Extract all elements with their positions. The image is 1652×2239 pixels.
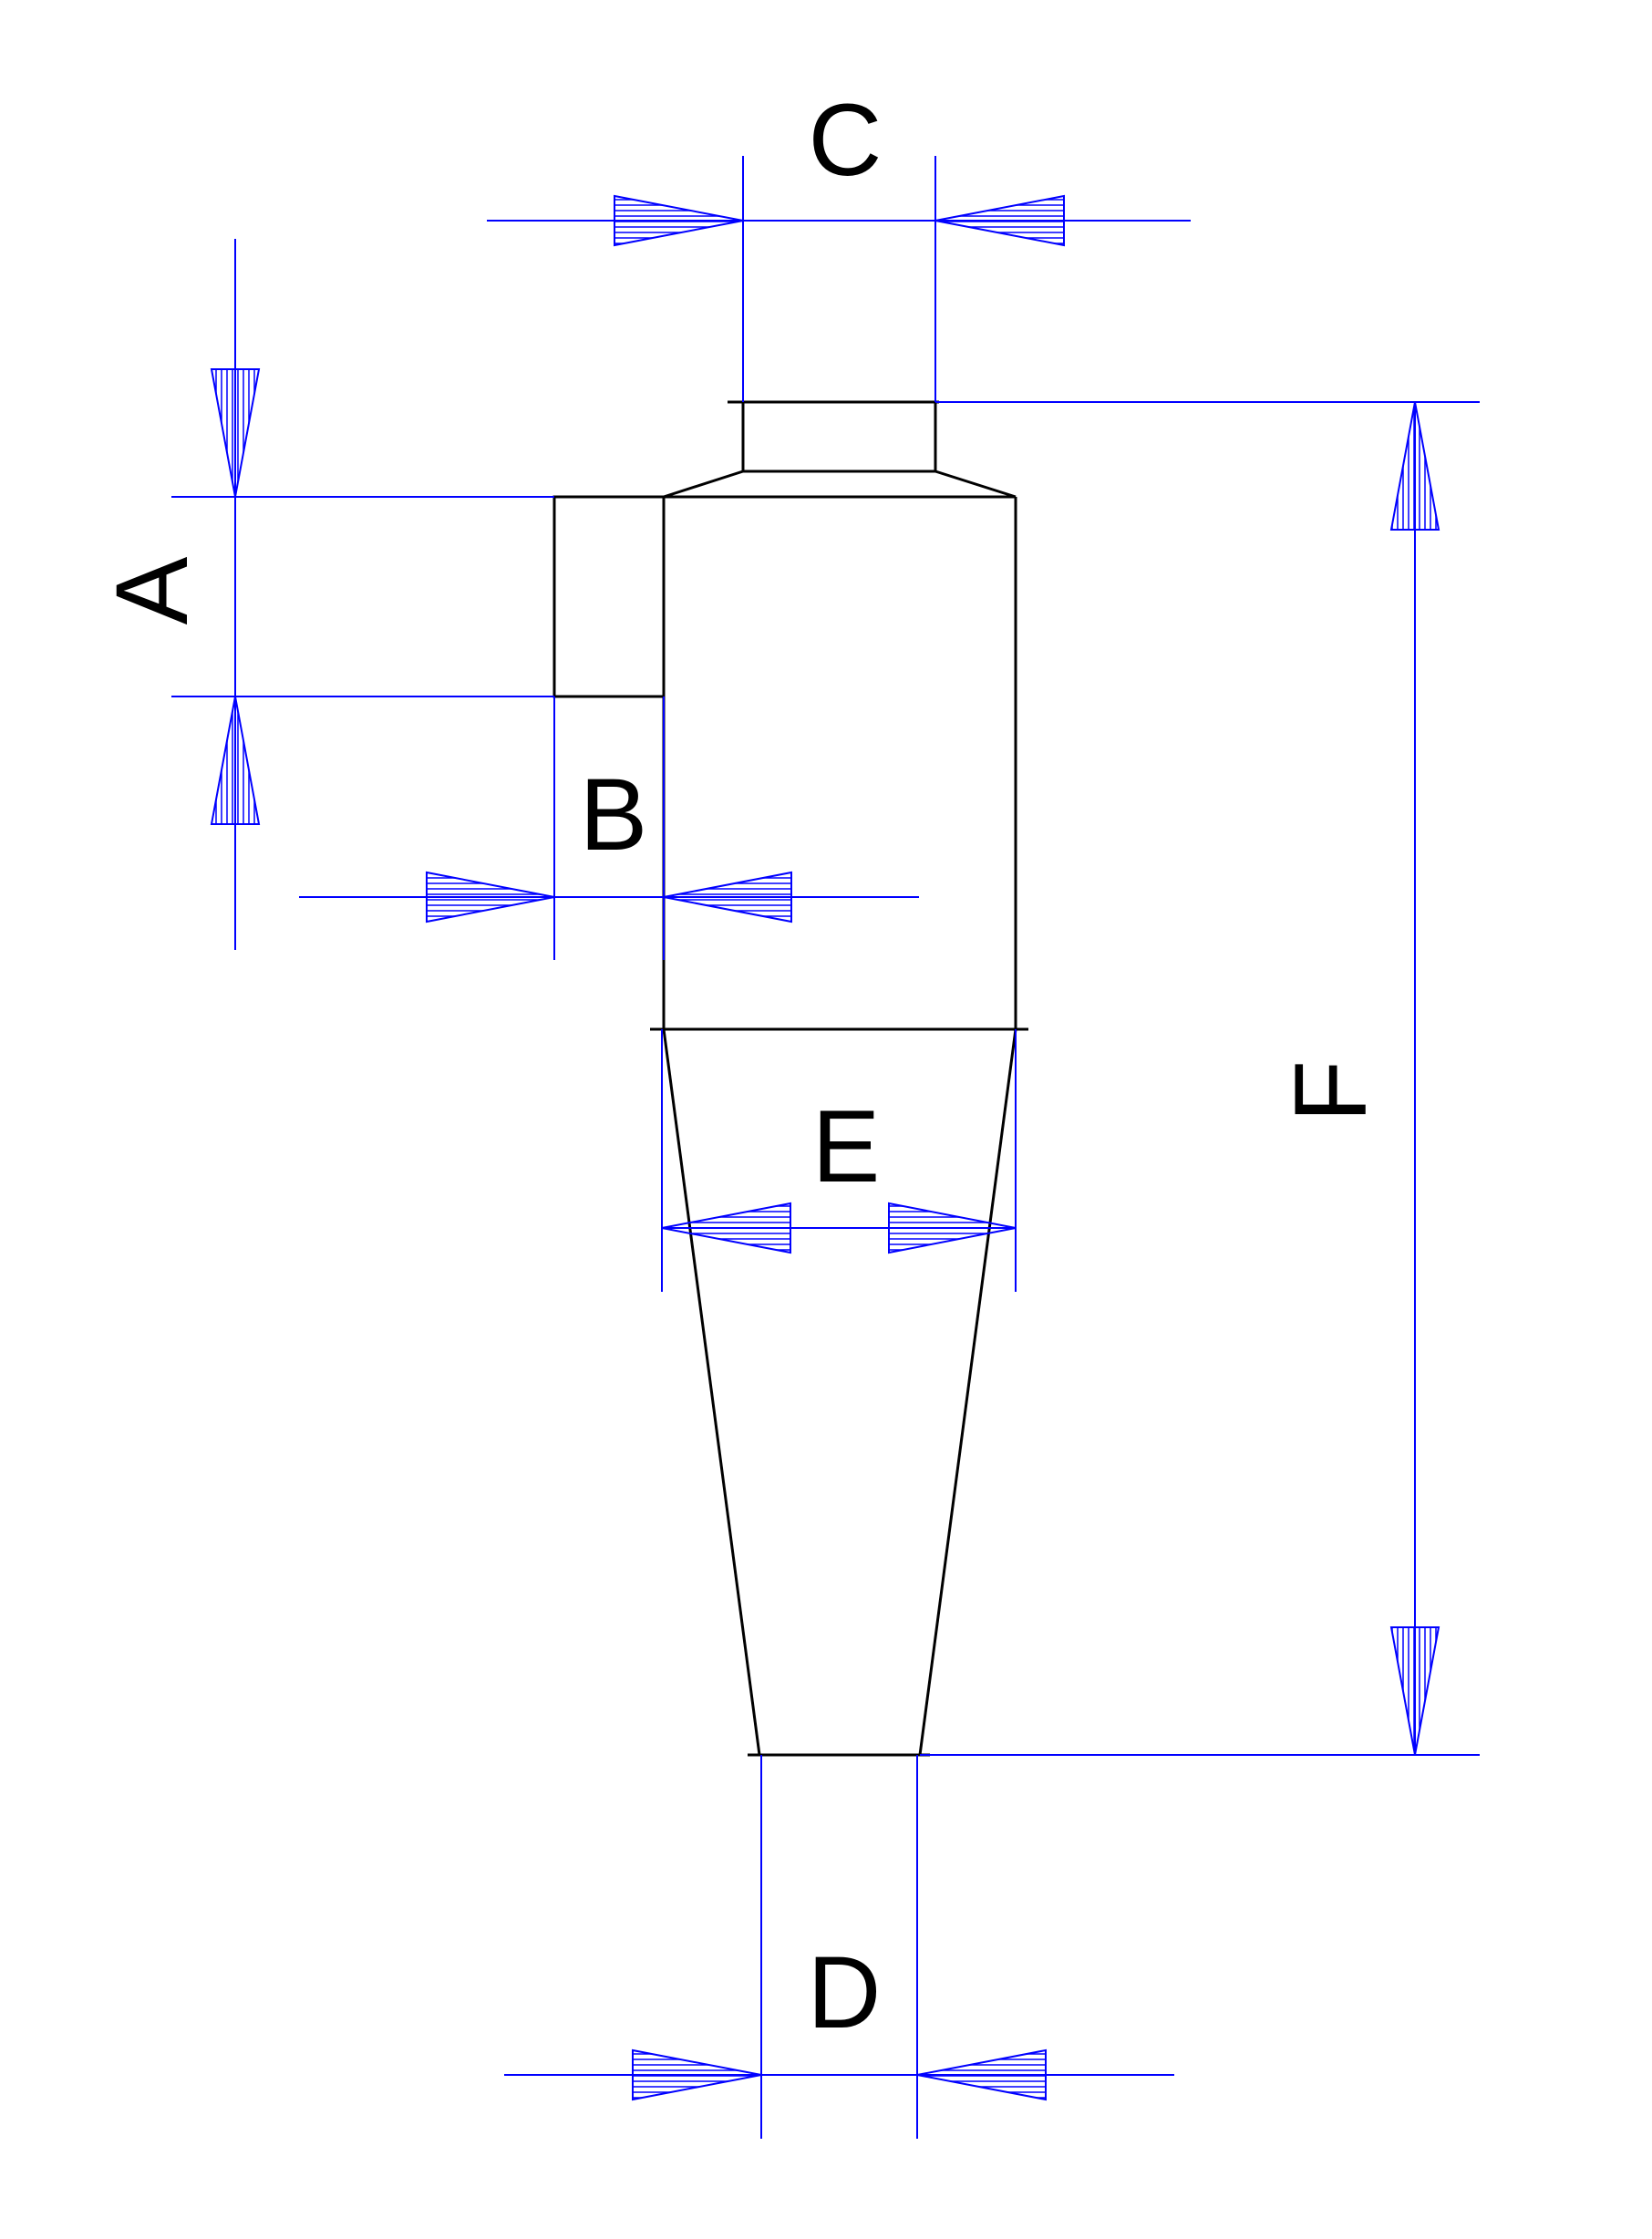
dimension-c-label: C bbox=[809, 83, 883, 197]
dimension-c: C bbox=[487, 83, 1191, 402]
cyclone-body bbox=[552, 400, 1028, 1757]
dimension-e-arrow-left bbox=[661, 1202, 791, 1254]
dimension-f-arrow-bottom bbox=[1389, 1626, 1440, 1756]
dimension-f: F bbox=[920, 401, 1480, 1756]
dimension-e-arrow-right bbox=[888, 1202, 1017, 1254]
outlet-pipe bbox=[741, 402, 937, 473]
dimension-a-arrow-top bbox=[210, 368, 261, 498]
dimension-a-label: A bbox=[95, 556, 209, 624]
cone-right-wall bbox=[918, 1028, 1017, 1756]
dimension-e: E bbox=[661, 1029, 1017, 1292]
dimension-d: D bbox=[504, 1755, 1174, 2139]
dimension-b-arrow-right bbox=[663, 871, 792, 923]
dimension-d-arrow-left bbox=[632, 2048, 762, 2101]
dimension-c-arrow-left bbox=[614, 194, 744, 247]
dimension-c-arrow-right bbox=[934, 194, 1065, 247]
dimension-a: A bbox=[95, 239, 554, 950]
dimension-f-label: F bbox=[1274, 1060, 1388, 1122]
dimension-a-arrow-bottom bbox=[210, 696, 261, 825]
roof-right bbox=[934, 469, 1017, 499]
dimension-d-label: D bbox=[808, 1935, 882, 2049]
dimension-e-label: E bbox=[812, 1089, 881, 1203]
dimension-b: B bbox=[299, 696, 919, 960]
dimension-d-arrow-right bbox=[916, 2048, 1047, 2101]
dimension-b-arrow-left bbox=[426, 871, 555, 923]
dimension-f-arrow-top bbox=[1389, 401, 1440, 531]
roof bbox=[663, 469, 744, 499]
cone-left-wall bbox=[662, 1028, 761, 1756]
dimension-b-label: B bbox=[580, 758, 648, 872]
tangential-inlet bbox=[552, 495, 666, 698]
